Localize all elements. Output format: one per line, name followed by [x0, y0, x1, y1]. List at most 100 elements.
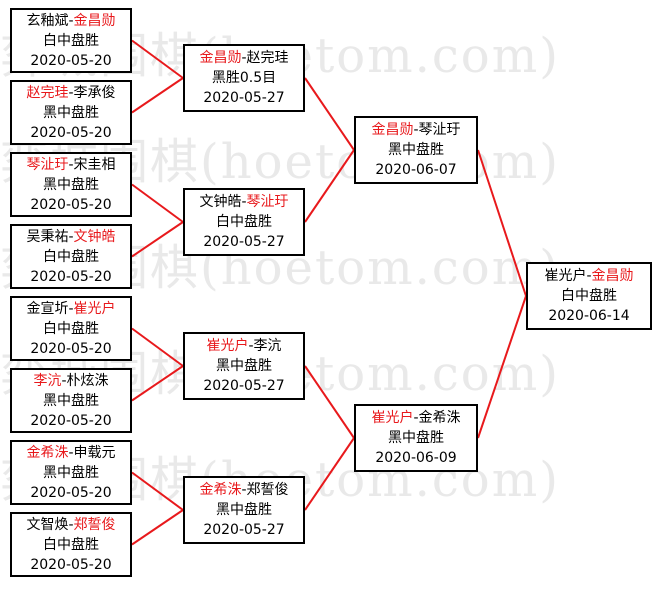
player-2: 金昌勋 — [591, 268, 634, 284]
match-box-sf-2: 崔光户-金希洙黑中盘胜 2020-06-09 — [354, 404, 478, 472]
player-1: 崔光户 — [371, 410, 414, 426]
player-2: 李承俊 — [73, 84, 116, 101]
player-2: 赵完珪 — [246, 50, 289, 66]
vs-separator: - — [248, 338, 254, 354]
match-result: 黑中盘胜 — [216, 502, 272, 518]
match-players: 金希洙-郑誓俊 — [199, 480, 288, 500]
vs-separator: - — [241, 194, 247, 210]
player-1: 赵完珪 — [26, 84, 69, 101]
vs-separator: - — [586, 268, 592, 284]
match-players: 赵完珪-李承俊 — [26, 83, 115, 103]
match-box-r1-3: 琴沚玗-宋圭相黑中盘胜 2020-05-20 — [10, 152, 132, 217]
match-date: 2020-06-14 — [548, 308, 630, 324]
match-players: 金昌勋-赵完珪 — [199, 48, 288, 68]
match-result: 黑中盘胜 — [43, 464, 99, 481]
connector-r1-7-to-r2-4 — [131, 471, 184, 511]
connector-r1-5-to-r2-3 — [131, 327, 184, 367]
player-2: 李沆 — [253, 338, 282, 354]
match-box-r2-3: 崔光户-李沆黑中盘胜 2020-05-27 — [183, 332, 305, 400]
connector-r1-8-to-r2-4 — [131, 509, 184, 546]
connector-r2-1-to-sf-1 — [304, 77, 355, 151]
match-players: 文智焕-郑誓俊 — [26, 515, 115, 535]
match-date: 2020-06-07 — [375, 162, 457, 178]
match-date: 2020-05-27 — [203, 234, 285, 250]
player-2: 琴沚玗 — [246, 194, 289, 210]
player-1: 文智焕 — [26, 516, 69, 533]
player-2: 金昌勋 — [73, 12, 116, 29]
connector-r1-2-to-r2-1 — [131, 77, 184, 114]
player-1: 金昌勋 — [371, 122, 414, 138]
match-players: 李沆-朴炫洙 — [33, 371, 108, 391]
match-date: 2020-05-20 — [30, 52, 112, 69]
match-players: 崔光户-金希洙 — [371, 408, 460, 428]
player-2: 崔光户 — [73, 300, 116, 317]
match-result: 白中盘胜 — [43, 248, 99, 265]
match-date: 2020-05-20 — [30, 412, 112, 429]
match-result: 白中盘胜 — [561, 288, 617, 304]
connector-r2-4-to-sf-2 — [304, 437, 355, 511]
player-2: 金希洙 — [418, 410, 461, 426]
player-2: 琴沚玗 — [418, 122, 461, 138]
player-1: 李沆 — [33, 372, 62, 389]
player-2: 宋圭相 — [73, 156, 116, 173]
match-result: 白中盘胜 — [43, 32, 99, 49]
connector-r1-6-to-r2-3 — [131, 365, 184, 402]
match-result: 白中盘胜 — [43, 320, 99, 337]
match-box-r2-2: 文钟皓-琴沚玗白中盘胜 2020-05-27 — [183, 188, 305, 256]
match-players: 琴沚玗-宋圭相 — [26, 155, 115, 175]
vs-separator: - — [61, 372, 67, 389]
connector-r1-3-to-r2-2 — [131, 183, 184, 223]
player-1: 金昌勋 — [199, 50, 242, 66]
player-1: 玄釉斌 — [26, 12, 69, 29]
vs-separator: - — [68, 84, 74, 101]
vs-separator: - — [241, 50, 247, 66]
vs-separator: - — [68, 300, 74, 317]
player-2: 郑誓俊 — [73, 516, 116, 533]
match-players: 金宣圻-崔光户 — [26, 299, 115, 319]
player-1: 金希洙 — [26, 444, 69, 461]
connector-r1-4-to-r2-2 — [131, 221, 184, 258]
vs-separator: - — [413, 122, 419, 138]
match-date: 2020-05-27 — [203, 378, 285, 394]
player-1: 崔光户 — [206, 338, 249, 354]
match-players: 崔光户-金昌勋 — [544, 266, 633, 286]
match-date: 2020-06-09 — [375, 450, 457, 466]
match-result: 白中盘胜 — [43, 536, 99, 553]
match-result: 黑中盘胜 — [43, 104, 99, 121]
player-1: 崔光户 — [544, 268, 587, 284]
player-1: 金希洙 — [199, 482, 242, 498]
player-1: 文钟皓 — [199, 194, 242, 210]
vs-separator: - — [68, 228, 74, 245]
vs-separator: - — [68, 444, 74, 461]
match-result: 黑中盘胜 — [388, 430, 444, 446]
match-players: 文钟皓-琴沚玗 — [199, 192, 288, 212]
match-box-sf-1: 金昌勋-琴沚玗黑中盘胜 2020-06-07 — [354, 116, 478, 184]
connector-r2-3-to-sf-2 — [304, 365, 355, 439]
connector-sf-2-to-final — [477, 295, 527, 439]
connector-r2-2-to-sf-1 — [304, 149, 355, 223]
match-result: 白中盘胜 — [216, 214, 272, 230]
player-2: 申载元 — [73, 444, 116, 461]
match-result: 黑中盘胜 — [388, 142, 444, 158]
match-result: 黑中盘胜 — [216, 358, 272, 374]
match-date: 2020-05-20 — [30, 556, 112, 573]
vs-separator: - — [241, 482, 247, 498]
match-date: 2020-05-20 — [30, 124, 112, 141]
match-players: 吴秉祐-文钟皓 — [26, 227, 115, 247]
match-result: 黑中盘胜 — [43, 176, 99, 193]
match-result: 黑胜0.5目 — [211, 70, 277, 86]
match-result: 黑中盘胜 — [43, 392, 99, 409]
vs-separator: - — [68, 516, 74, 533]
vs-separator: - — [413, 410, 419, 426]
match-date: 2020-05-27 — [203, 522, 285, 538]
match-date: 2020-05-20 — [30, 196, 112, 213]
player-2: 朴炫洙 — [66, 372, 109, 389]
